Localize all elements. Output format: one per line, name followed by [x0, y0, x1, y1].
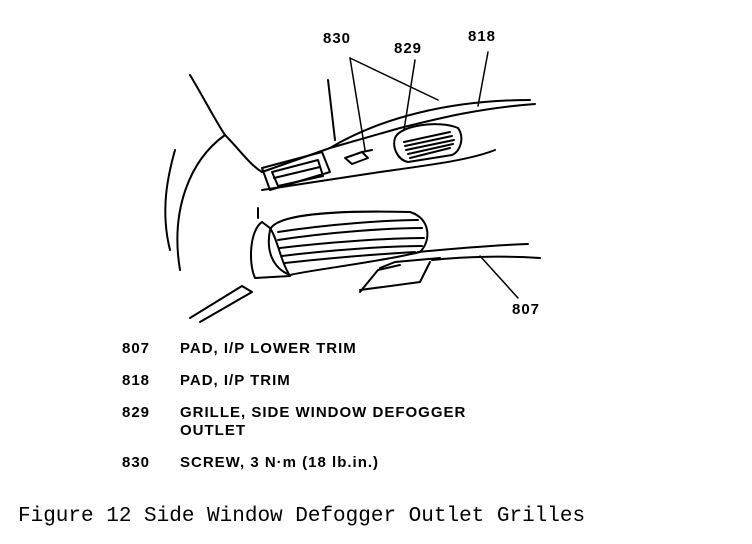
figure-caption: Figure 12 Side Window Defogger Outlet Gr… — [18, 505, 586, 528]
legend-row: 818 PAD, I/P TRIM — [122, 372, 466, 390]
legend-row: 830 SCREW, 3 N·m (18 lb.in.) — [122, 454, 466, 472]
legend-description: PAD, I/P TRIM — [180, 372, 291, 389]
legend-number: 829 — [122, 404, 151, 421]
legend-description: SCREW, 3 N·m (18 lb.in.) — [180, 454, 380, 471]
windshield-pillar-line — [189, 74, 226, 136]
lower-trim-pad-grille — [267, 210, 429, 276]
legend-number: 818 — [122, 372, 151, 389]
callout-818: 818 — [468, 28, 497, 45]
leader-829 — [403, 59, 416, 131]
leader-830b — [349, 57, 439, 101]
lower-pad-end-cap — [249, 221, 291, 279]
lower-trim-pad-plate — [359, 264, 401, 293]
dash-edge-line — [224, 134, 263, 173]
left-outlet — [261, 151, 331, 191]
lower-trim-pad-body — [417, 243, 529, 253]
legend-description: PAD, I/P LOWER TRIM — [180, 340, 357, 357]
parts-legend: 807 PAD, I/P LOWER TRIM 818 PAD, I/P TRI… — [122, 340, 466, 486]
dash-outer-curve — [164, 149, 176, 251]
instrument-panel-illustration — [164, 51, 541, 323]
left-outlet-slat — [273, 166, 321, 179]
screw-830 — [344, 149, 373, 165]
legend-description: GRILLE, SIDE WINDOW DEFOGGER OUTLET — [180, 404, 467, 439]
lower-trim-pad-edge — [431, 255, 541, 261]
upper-trim-pad — [261, 103, 536, 173]
callout-830: 830 — [323, 30, 352, 47]
legend-number: 830 — [122, 454, 151, 471]
callout-807: 807 — [512, 301, 541, 318]
leader-830 — [349, 57, 366, 151]
defogger-grille-829 — [393, 123, 463, 163]
legend-row: 807 PAD, I/P LOWER TRIM — [122, 340, 466, 358]
dash-vertical-line — [327, 79, 336, 141]
leader-807 — [479, 255, 519, 299]
left-outlet-inner — [271, 159, 324, 187]
callout-829: 829 — [394, 40, 423, 57]
dash-left-curve — [176, 134, 226, 271]
upper-trim-pad-lower — [261, 149, 496, 191]
lower-trim-pad-bracket — [359, 257, 441, 291]
left-trim-strip — [189, 285, 253, 323]
legend-row: 829 GRILLE, SIDE WINDOW DEFOGGER OUTLET — [122, 404, 466, 440]
legend-number: 807 — [122, 340, 151, 357]
upper-trim-pad-top — [329, 99, 531, 149]
leader-818 — [477, 51, 489, 107]
